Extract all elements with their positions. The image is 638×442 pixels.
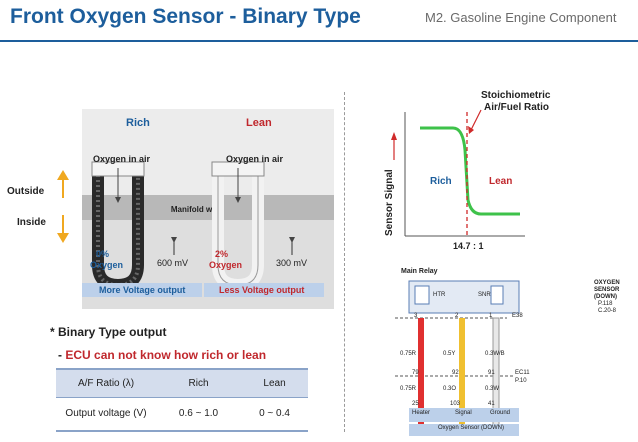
- section-divider: [344, 92, 345, 432]
- wire-label-2: 0.5Y: [443, 351, 456, 357]
- graph-rich-label: Rich: [430, 176, 452, 187]
- outside-arrow-icon: [57, 170, 69, 198]
- rich-oxygen-word: Oxygen: [90, 260, 124, 270]
- pin-103: 103: [450, 401, 461, 407]
- wire-label-3: 0.3W/B: [485, 351, 505, 357]
- output-voltage-table: A/F Ratio (λ) Rich Lean Output voltage (…: [56, 368, 308, 432]
- oxygen-in-air-lean: Oxygen in air: [226, 154, 284, 164]
- inside-label: Inside: [17, 217, 46, 228]
- rich-caption-bg: [82, 283, 202, 297]
- outside-label: Outside: [7, 186, 45, 197]
- lean-oxygen-pct: 2%: [215, 249, 229, 259]
- sensor-cross-section: Manifold wall: [57, 109, 334, 309]
- wire-label-1: 0.75R: [400, 351, 417, 357]
- sensor-label-3: (DOWN): [594, 294, 617, 300]
- rich-oxygen-pct: 0%: [96, 249, 110, 259]
- note-dash: -: [58, 348, 62, 362]
- htr-label: HTR: [433, 292, 446, 298]
- wiring-diagram: [395, 264, 635, 440]
- y-axis-label: Sensor Signal: [384, 169, 395, 236]
- page-title: Front Oxygen Sensor - Binary Type: [10, 5, 361, 28]
- table-cell: Output voltage (V): [56, 397, 156, 432]
- pin-25: 25: [412, 401, 419, 407]
- title-rule: [0, 40, 638, 42]
- signal-curve: [420, 126, 520, 216]
- pin-1: 1: [489, 313, 493, 319]
- snr-symbol-icon: [490, 285, 504, 305]
- lean-caption: Less Voltage output: [219, 285, 305, 295]
- wire-label-5: 0.3O: [443, 386, 457, 392]
- pin-91: 91: [488, 370, 495, 376]
- lean-caption-bg: [204, 283, 324, 297]
- pin-92: 92: [452, 370, 459, 376]
- bottom-ground: Ground: [490, 410, 511, 416]
- wire-heater: [418, 318, 424, 426]
- p-ref-1: P.118: [598, 301, 613, 307]
- stoich-pointer: [470, 109, 482, 131]
- manifold-wall: [82, 195, 334, 220]
- table-row: Output voltage (V) 0.6 ~ 1.0 0 ~ 0.4: [56, 397, 308, 432]
- p-ref-2: P.10: [515, 378, 527, 384]
- wire-label-6: 0.3W: [485, 386, 500, 392]
- pin-41: 41: [488, 401, 495, 407]
- bottom-caption-bg: [409, 424, 519, 436]
- pin-3: 3: [414, 313, 418, 319]
- table-header-cell: Lean: [241, 368, 308, 398]
- inside-arrow-icon: [57, 215, 69, 243]
- pin-79: 79: [412, 370, 419, 376]
- binary-output-note: - ECU can not know how rich or lean: [58, 348, 266, 362]
- table-header-row: A/F Ratio (λ) Rich Lean: [56, 368, 308, 398]
- table-header-cell: Rich: [156, 368, 242, 398]
- snr-label: SNR: [478, 292, 491, 298]
- sensor-label-2: SENSOR: [594, 287, 620, 293]
- conn-ec11: EC11: [515, 370, 530, 376]
- bottom-signal: Signal: [455, 410, 472, 416]
- wire-label-4: 0.75R: [400, 386, 417, 392]
- table-header-cell: A/F Ratio (λ): [56, 368, 156, 398]
- bottom-caption: Oxygen Sensor (DOWN): [438, 425, 505, 431]
- graph-lean-label: Lean: [489, 176, 513, 187]
- main-relay-label: Main Relay: [401, 268, 438, 275]
- lean-oxygen-word: Oxygen: [209, 260, 243, 270]
- pin-2: 2: [455, 313, 459, 319]
- stoich-label-1: Stoichiometric: [481, 90, 551, 101]
- manifold-wall-label: Manifold wall: [171, 205, 221, 214]
- lean-label: Lean: [246, 117, 272, 129]
- rich-voltage: 600 mV: [157, 258, 189, 268]
- table-cell: 0 ~ 0.4: [241, 397, 308, 432]
- sensor-label-1: OXYGEN: [594, 280, 620, 286]
- sensor-signal-graph: [391, 109, 525, 237]
- htr-symbol-icon: [414, 285, 430, 305]
- table-cell: 0.6 ~ 1.0: [156, 397, 242, 432]
- wire-signal: [459, 318, 465, 426]
- binary-output-title: * Binary Type output: [50, 325, 167, 339]
- bottom-heater: Heater: [412, 410, 431, 416]
- rich-label: Rich: [126, 117, 150, 129]
- oxygen-in-air-rich: Oxygen in air: [93, 154, 151, 164]
- c-ref: C.20-8: [598, 308, 617, 314]
- conn-e38: E38: [512, 313, 523, 319]
- graph-x-tick: 14.7 : 1: [453, 241, 484, 251]
- bottom-bar: [409, 408, 519, 422]
- y-axis-red-arrowhead: [391, 132, 397, 140]
- lean-voltage: 300 mV: [276, 258, 308, 268]
- note-text: ECU can not know how rich or lean: [65, 348, 267, 362]
- rich-caption: More Voltage output: [99, 285, 186, 295]
- stoich-label-2: Air/Fuel Ratio: [484, 102, 550, 113]
- page-subtitle: M2. Gasoline Engine Component: [425, 10, 617, 25]
- stoich-pointer-head: [468, 126, 474, 134]
